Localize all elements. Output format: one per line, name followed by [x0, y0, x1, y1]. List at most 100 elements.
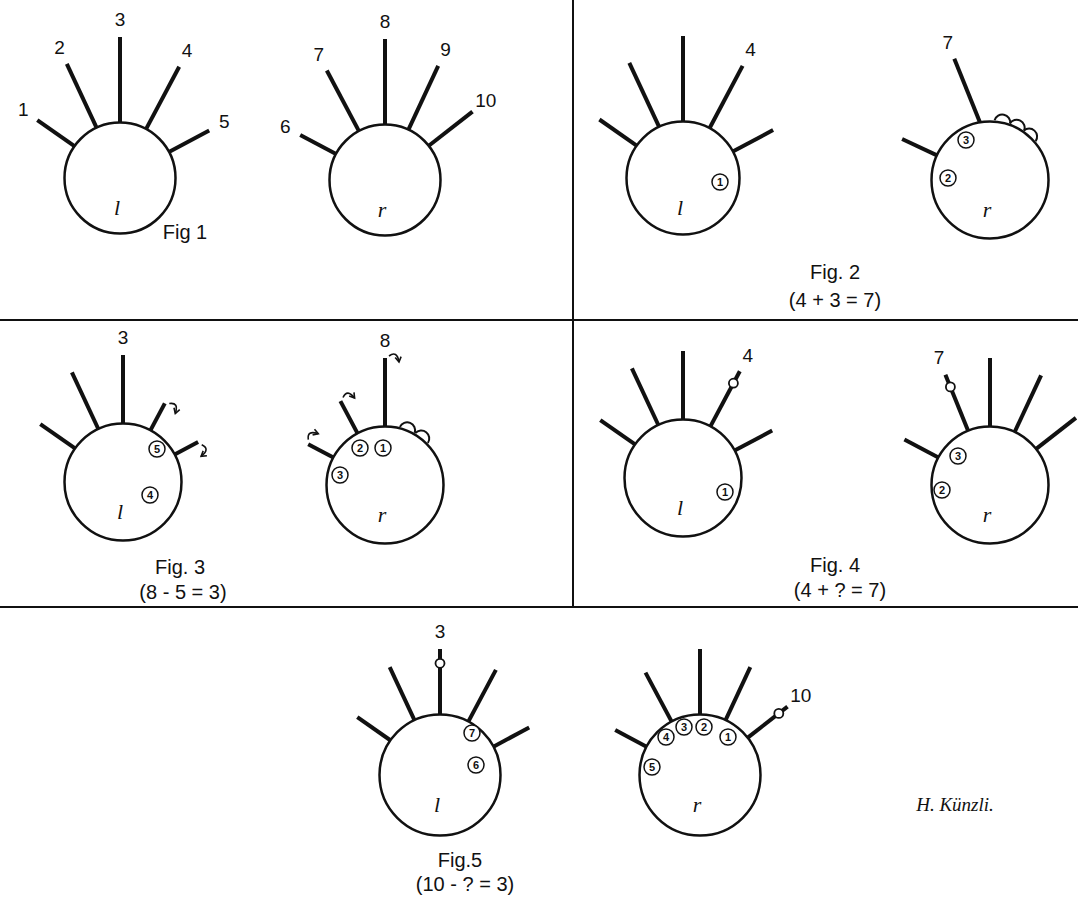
figure-caption: Fig 1 [163, 221, 207, 243]
bend-arrow [343, 393, 355, 398]
count-circle [696, 719, 712, 735]
finger-number: 4 [742, 346, 753, 367]
count-circle [720, 729, 736, 745]
finger-number: 8 [380, 331, 391, 352]
finger-line [72, 372, 98, 428]
finger-line [954, 59, 980, 122]
finger-count-circle: 2 [695, 718, 713, 736]
finger-count-circle: 1 [711, 173, 729, 191]
arrow-head [313, 429, 319, 435]
finger-line [681, 36, 685, 121]
finger-line [733, 130, 773, 151]
finger-line [629, 63, 659, 126]
hand-outline [623, 418, 743, 538]
count-number: 2 [945, 173, 951, 184]
figure-caption: (10 - ? = 3) [416, 873, 514, 895]
figure-caption: Fig. 2 [810, 261, 860, 283]
hand-outline-circle [380, 715, 501, 836]
count-number: 3 [337, 470, 343, 481]
finger-line [383, 39, 387, 124]
bend-arrow [201, 445, 206, 457]
finger-count-circle: 3 [949, 447, 967, 465]
finger-line [735, 431, 772, 451]
count-number: 6 [473, 760, 479, 771]
hand-circle: r 3 2 [930, 425, 1050, 545]
finger-number: 5 [219, 112, 230, 133]
finger-line [599, 120, 636, 146]
finger-line [945, 375, 968, 431]
count-circle [464, 725, 480, 741]
count-circle [940, 170, 956, 186]
finger-number: 9 [440, 40, 451, 61]
finger-line [711, 371, 740, 426]
count-number: 2 [939, 485, 945, 496]
count-number: 1 [725, 732, 731, 743]
finger-count-circle: 5 [148, 440, 166, 458]
finger-count-circle: 1 [719, 728, 737, 746]
hand-circle: r [328, 123, 442, 237]
finger-number: 4 [745, 40, 756, 61]
count-number: 4 [147, 490, 153, 501]
finger-marker [946, 382, 955, 391]
finger-count-circle: 3 [957, 131, 975, 149]
count-circle [468, 757, 484, 773]
finger-count-circle: 6 [467, 756, 485, 774]
count-number: 7 [469, 728, 475, 739]
finger-number: 3 [118, 328, 129, 349]
finger-line [146, 67, 179, 129]
hand-letter: r [983, 504, 992, 526]
finger-line [67, 64, 97, 127]
finger-line [118, 37, 122, 122]
arrow-head [349, 392, 354, 398]
count-number: 2 [357, 443, 363, 454]
finger-number: 3 [435, 622, 446, 643]
hand-circle: l54 [63, 422, 183, 542]
hand-circle: r43215 [638, 713, 762, 837]
finger-line [151, 403, 165, 430]
hand-outline-circle [627, 122, 740, 235]
hand-circle: l 7 6 [378, 713, 502, 837]
finger-line [600, 420, 634, 444]
hand-letter: r [983, 199, 992, 221]
finger-line [494, 728, 529, 747]
hand-outline-circle [625, 420, 742, 537]
panel-divider [0, 319, 1078, 321]
finger-number: 4 [182, 41, 193, 62]
finger-line [904, 440, 938, 458]
hand-letter: l [677, 497, 683, 519]
finger-line [710, 66, 743, 128]
count-circle [375, 440, 391, 456]
count-circle [332, 467, 348, 483]
count-circle [676, 719, 692, 735]
finger-line [340, 401, 357, 433]
finger-line [383, 358, 387, 426]
finger-count-circle: 2 [939, 169, 957, 187]
hand-letter: r [378, 199, 387, 221]
arrow-head [201, 451, 207, 456]
count-number: 2 [701, 722, 707, 733]
finger-line [409, 66, 439, 129]
hand-letter: l [434, 794, 440, 816]
figure-caption: Fig. 3 [155, 556, 205, 578]
finger-number: 6 [280, 117, 291, 138]
hand-letter: l [677, 197, 683, 219]
count-circle [717, 484, 733, 500]
arrow-head [395, 357, 401, 362]
finger-count-circle: 7 [463, 724, 481, 742]
count-number: 3 [681, 722, 687, 733]
hand-circle: l1 [625, 120, 741, 236]
finger-line [726, 667, 751, 720]
author-signature: H. Künzli. [916, 795, 994, 816]
finger-line [429, 112, 472, 146]
hand-circle: r213 [325, 425, 445, 545]
finger-count-circle: 3 [331, 466, 349, 484]
finger-line [37, 120, 74, 146]
finger-line [1015, 375, 1041, 431]
finger-line [308, 444, 333, 457]
count-circle [352, 440, 368, 456]
count-circle [712, 174, 728, 190]
finger-marker [774, 709, 783, 718]
count-circle [934, 482, 950, 498]
finger-line [390, 667, 415, 720]
